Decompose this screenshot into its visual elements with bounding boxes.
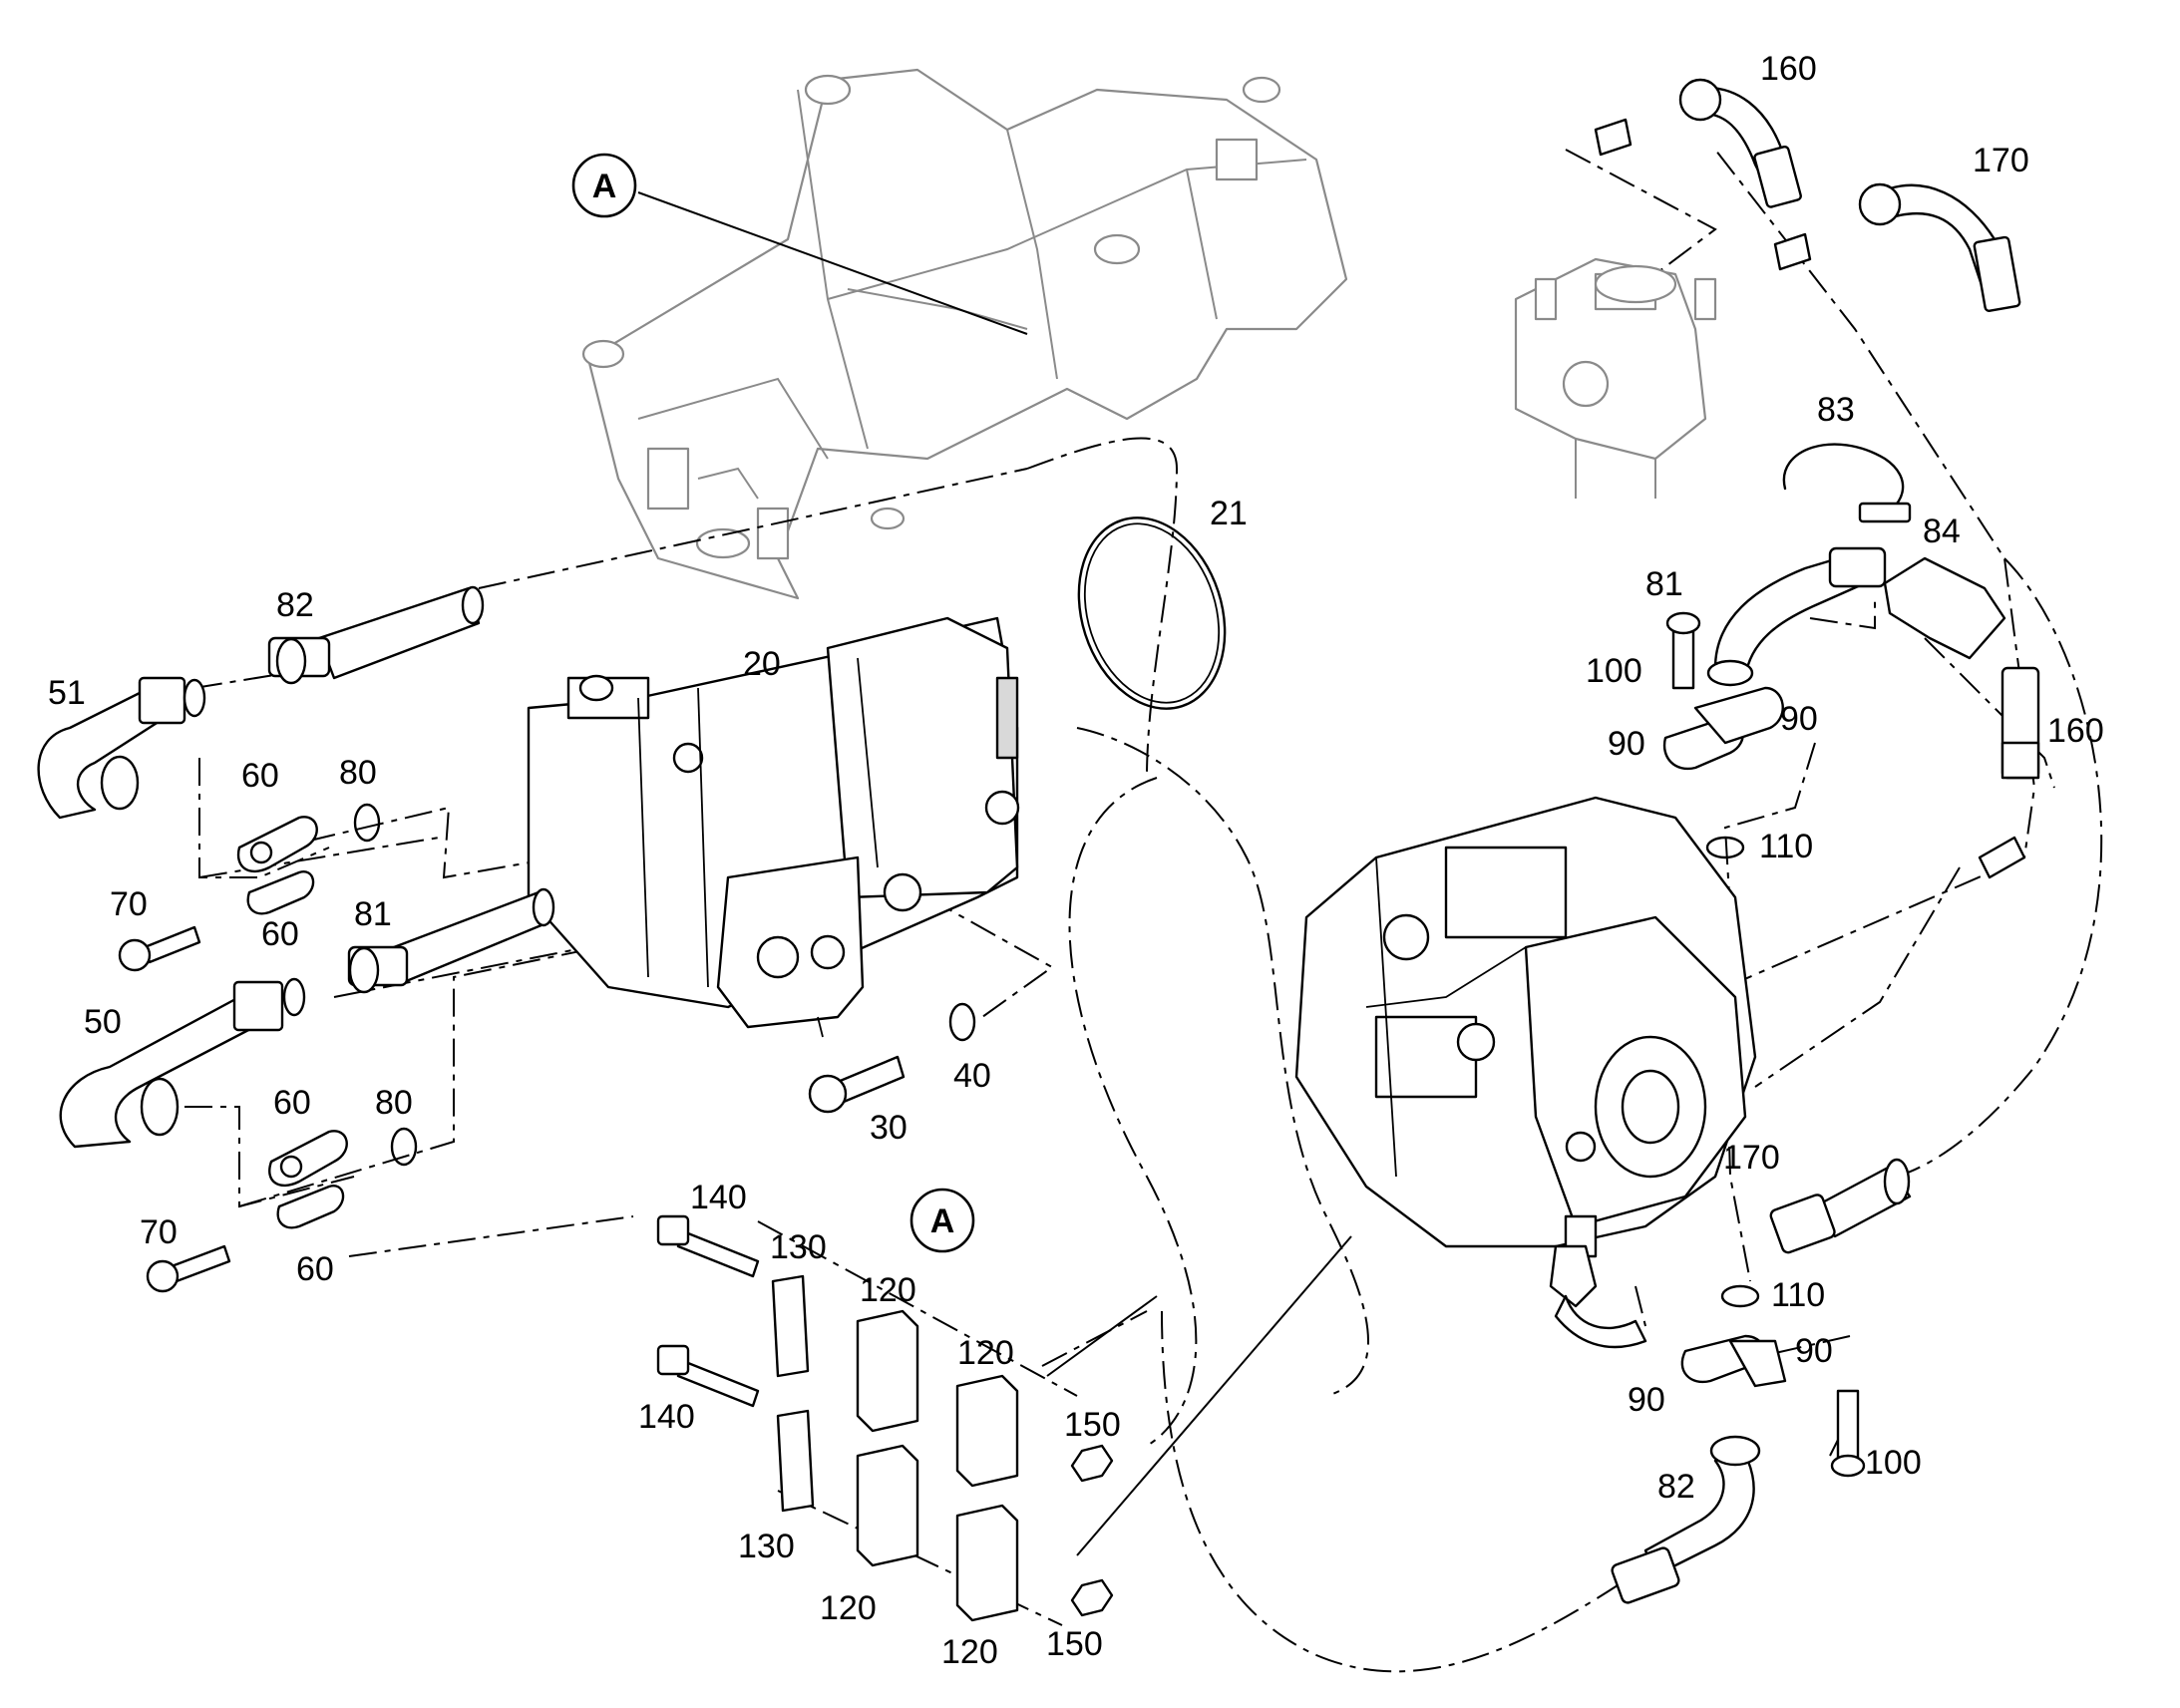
- callout-120: 120: [957, 1334, 1014, 1372]
- callout-20: 20: [743, 645, 781, 683]
- clamp-set-bolts-140: [656, 1214, 760, 1408]
- callout-81: 81: [354, 895, 392, 933]
- callout-60: 60: [261, 915, 299, 953]
- callout-21: 21: [1210, 495, 1248, 532]
- callout-170: 170: [1723, 1139, 1780, 1177]
- screws-70: [118, 925, 231, 1293]
- callout-83: 83: [1817, 391, 1855, 429]
- callout-60: 60: [296, 1250, 334, 1288]
- callout-80: 80: [339, 754, 377, 792]
- frame-chassis: [581, 68, 1348, 600]
- hose-81-left: [347, 887, 555, 994]
- hydraulic-motor: [527, 616, 1020, 1038]
- screw-100-lower: [1830, 1389, 1866, 1478]
- elbow-hose-81-right: [1706, 546, 1887, 687]
- callout-90: 90: [1795, 1332, 1833, 1370]
- reference-marker-label: A: [592, 168, 617, 205]
- flange-clamps-60-lower: [268, 1130, 348, 1229]
- flange-clamps-60-upper: [236, 816, 318, 915]
- callout-84: 84: [1923, 512, 1961, 550]
- hose-160-top: [1594, 78, 1802, 208]
- callout-70: 70: [140, 1213, 178, 1251]
- callout-120: 120: [860, 1271, 916, 1309]
- flange-clamps-90-lower: [1680, 1334, 1787, 1388]
- band-clamp-83: [1782, 443, 1912, 523]
- callout-51: 51: [48, 674, 86, 712]
- callout-40: 40: [953, 1057, 991, 1095]
- elbow-fitting-51: [37, 676, 206, 820]
- callout-150: 150: [1064, 1406, 1121, 1444]
- hose-82-left: [267, 585, 485, 685]
- callout-100: 100: [1586, 652, 1642, 690]
- clamp-set-nuts-150: [1070, 1444, 1114, 1617]
- clip-84: [1883, 556, 2006, 660]
- callout-110: 110: [1759, 828, 1813, 865]
- callout-81: 81: [1645, 565, 1683, 603]
- callout-170: 170: [1973, 142, 2029, 179]
- callout-82: 82: [276, 586, 314, 624]
- callout-160: 160: [1760, 50, 1817, 88]
- callout-100: 100: [1865, 1444, 1922, 1482]
- callout-110: 110: [1771, 1276, 1825, 1314]
- callout-90: 90: [1608, 725, 1645, 763]
- callout-120: 120: [941, 1633, 998, 1671]
- callout-140: 140: [690, 1179, 747, 1216]
- callout-70: 70: [110, 885, 148, 923]
- clamp-set-plates-130: [771, 1274, 815, 1513]
- hydraulic-pump: [1294, 796, 1757, 1258]
- hose-170-bottom: [1769, 1158, 1912, 1254]
- seal-ring-110-lower: [1720, 1284, 1760, 1308]
- callout-50: 50: [84, 1003, 122, 1041]
- callout-30: 30: [870, 1109, 908, 1147]
- elbow-fitting-lower: [1549, 1244, 1647, 1349]
- hose-160-right: [1978, 666, 2040, 879]
- callout-60: 60: [241, 757, 279, 795]
- callout-130: 130: [770, 1228, 827, 1266]
- elbow-hose-82-right: [1611, 1435, 1761, 1604]
- hose-170-top: [1773, 182, 2021, 312]
- valve-block: [1514, 257, 1717, 499]
- callout-82: 82: [1657, 1468, 1695, 1506]
- seal-ring-110-upper: [1705, 836, 1745, 859]
- elbow-fitting-50: [59, 977, 306, 1149]
- screw-100-upper: [1665, 611, 1701, 690]
- reference-marker-detail-label: A: [930, 1202, 955, 1240]
- callout-60: 60: [273, 1084, 311, 1122]
- callout-90: 90: [1628, 1381, 1665, 1419]
- assembly-dash-lines: [184, 149, 2103, 1673]
- callout-labels: 160 170 83 84 21 82 51 20 81 100 90 90 1…: [48, 50, 2104, 1671]
- screw-30-and-washer-40: [808, 1002, 976, 1114]
- callout-80: 80: [375, 1084, 413, 1122]
- callout-120: 120: [820, 1589, 877, 1627]
- seal-rings-80: [353, 803, 418, 1167]
- callout-130: 130: [738, 1528, 795, 1565]
- callout-160: 160: [2047, 712, 2104, 750]
- callout-90: 90: [1780, 700, 1818, 738]
- callout-150: 150: [1046, 1625, 1103, 1663]
- o-ring: [1077, 516, 1227, 710]
- flange-clamps-90-upper: [1662, 686, 1784, 771]
- reference-marker-detail: A: [909, 1188, 975, 1253]
- callout-140: 140: [638, 1398, 695, 1436]
- clamp-set-halves-120: [856, 1309, 1019, 1622]
- reference-marker-top: A: [571, 153, 1028, 335]
